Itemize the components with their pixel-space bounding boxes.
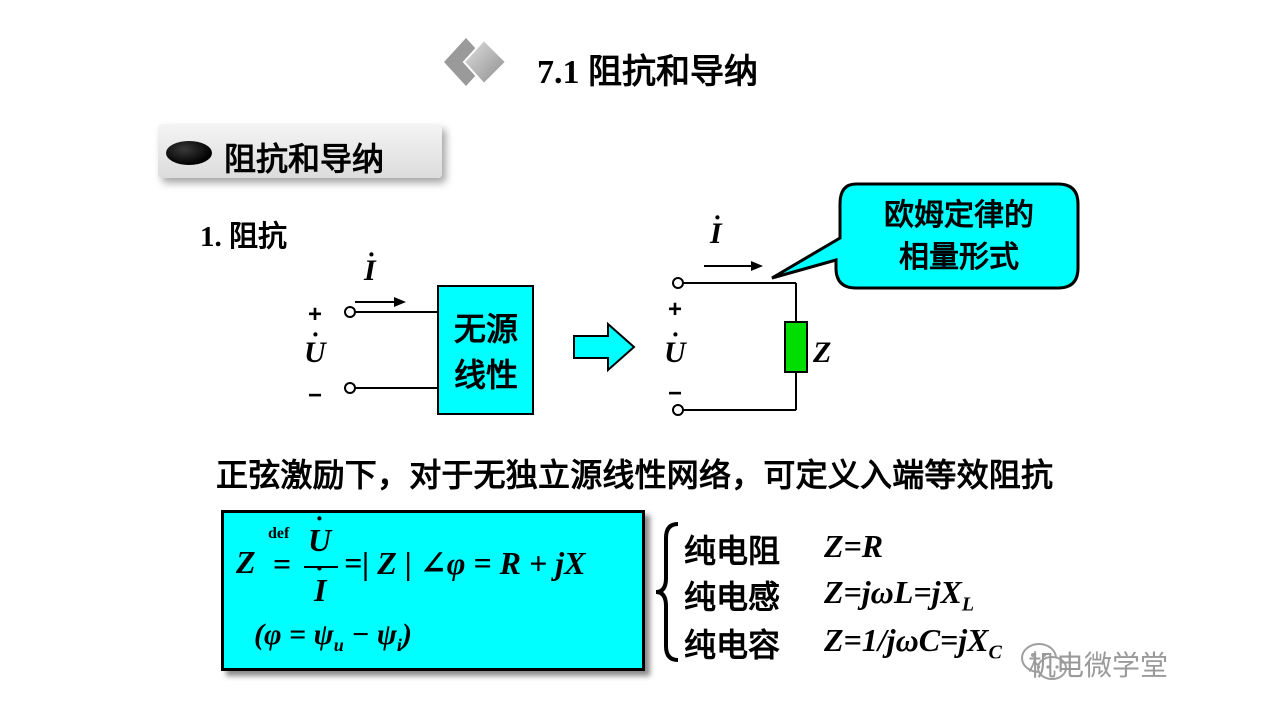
right-voltage-letter: U <box>664 336 686 369</box>
inductor-subscript: L <box>961 593 975 616</box>
case-label-resistor: 纯电阻 <box>684 532 781 570</box>
right-minus-sign: − <box>668 380 683 407</box>
left-minus-sign: − <box>308 382 323 409</box>
formula-lhs: Z <box>236 544 256 580</box>
formula-rhs: =| Z | ∠φ = R + jX <box>344 545 586 581</box>
watermark-text: 机电微学堂 <box>1028 649 1169 682</box>
formula-def-label: def <box>268 525 290 542</box>
formula-numerator: · U <box>308 504 332 559</box>
right-circuit-diagram <box>672 261 808 416</box>
title-text: 7.1 阻抗和导纳 <box>537 54 758 91</box>
box-line-2: 线性 <box>453 356 518 394</box>
definition-sentence: 正弦激励下，对于无独立源线性网络，可定义入端等效阻抗 <box>216 456 1054 494</box>
impedance-symbol: Z <box>813 336 832 369</box>
callout-line-1: 欧姆定律的 <box>884 198 1034 233</box>
denominator-letter: I <box>314 572 327 608</box>
dot-accent: · <box>316 554 323 583</box>
box-line-1: 无源 <box>453 310 518 348</box>
dot-accent: · <box>312 320 319 349</box>
dot-accent: · <box>316 504 323 533</box>
right-current-symbol: · I <box>710 203 722 251</box>
formula-denominator: · I <box>314 554 327 609</box>
left-plus-sign: + <box>308 301 323 328</box>
passive-linear-box-label: 无源 线性 <box>438 306 534 398</box>
case-label-inductor: 纯电感 <box>684 578 781 616</box>
subheading: 1. 阻抗 <box>200 221 288 253</box>
fraction-bar <box>304 566 338 568</box>
capacitor-formula-main: Z=1/jωC=jX <box>824 622 989 658</box>
formula-equals-def: = <box>273 546 292 582</box>
phase-part: (φ = ψ <box>254 618 334 651</box>
section-banner-label: 阻抗和导纳 <box>224 140 385 178</box>
callout-line-2: 相量形式 <box>899 240 1019 275</box>
equivalence-arrow-icon <box>573 322 636 372</box>
callout-text: 欧姆定律的 相量形式 <box>838 195 1080 279</box>
case-label-capacitor: 纯电容 <box>684 626 781 664</box>
left-voltage-symbol: · U <box>304 320 326 370</box>
diamond-logo-icon <box>444 38 508 86</box>
right-plus-sign: + <box>668 296 683 323</box>
page-title: 7.1 阻抗和导纳 <box>537 44 758 93</box>
psi-i-subscript: i <box>396 635 402 655</box>
capacitor-subscript: C <box>988 641 1002 664</box>
curly-brace <box>655 522 679 662</box>
wechat-icon <box>1021 643 1067 680</box>
dot-accent: · <box>714 203 721 232</box>
formula-box <box>221 510 645 671</box>
left-current-letter: I <box>364 254 376 287</box>
left-voltage-letter: U <box>304 336 326 369</box>
case-formula-resistor: Z=R <box>824 528 884 564</box>
right-current-letter: I <box>710 217 722 250</box>
callout-bubble <box>771 182 1080 290</box>
minus-psi: − ψ <box>343 618 397 651</box>
case-formula-capacitor: Z=1/jωC=jXC <box>824 622 1002 664</box>
case-formula-inductor: Z=jωL=jXL <box>824 574 974 616</box>
right-voltage-symbol: · U <box>664 320 686 370</box>
left-circuit-diagram <box>344 285 534 415</box>
dot-accent: · <box>672 320 679 349</box>
numerator-letter: U <box>308 522 332 558</box>
phase-close: ) <box>401 618 412 651</box>
left-current-symbol: · I <box>364 240 376 288</box>
dot-accent: · <box>368 240 375 269</box>
psi-u-subscript: u <box>333 635 344 655</box>
bullet-ellipse-icon <box>166 141 212 165</box>
inductor-formula-main: Z=jωL=jX <box>824 574 962 610</box>
phase-relation: (φ = ψu − ψi) <box>254 618 412 656</box>
